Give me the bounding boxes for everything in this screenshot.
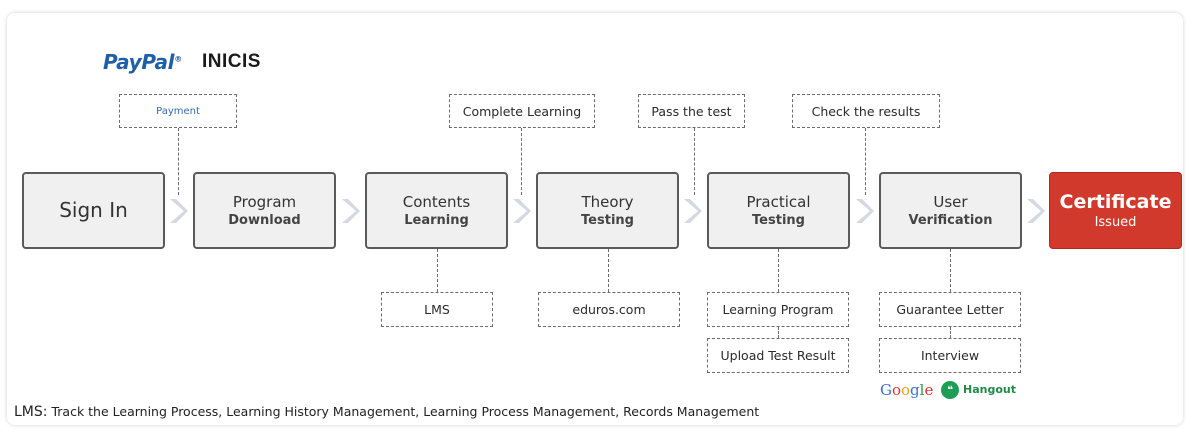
connector-upload-test-result <box>778 327 779 338</box>
step-sublabel: Verification <box>908 212 993 228</box>
step-sublabel: Testing <box>752 212 805 228</box>
note-check-the-results: Check the results <box>792 94 940 128</box>
step-label: Sign In <box>59 198 128 222</box>
hangout-icon: ❝ <box>941 381 959 399</box>
step-practical-testing: Practical Testing <box>707 172 850 249</box>
footer-text: Track the Learning Process, Learning His… <box>51 404 760 419</box>
chevron-right-icon <box>170 199 188 223</box>
note-payment: Payment <box>119 94 237 128</box>
note-guarantee-letter: Guarantee Letter <box>879 292 1021 327</box>
step-certificate-issued: Certificate Issued <box>1049 172 1182 249</box>
step-sublabel: Learning <box>404 212 469 228</box>
chevron-right-icon <box>342 199 360 223</box>
step-label: User <box>933 192 968 211</box>
connector-learning-program <box>778 249 779 292</box>
step-sublabel: Download <box>228 212 301 228</box>
note-eduros: eduros.com <box>538 292 680 327</box>
step-user-verification: User Verification <box>879 172 1022 249</box>
paypal-logo: PayPal® <box>103 50 182 74</box>
chevron-right-icon <box>856 199 874 223</box>
chevron-right-icon <box>1027 199 1045 223</box>
footer-note: LMS: Track the Learning Process, Learnin… <box>14 404 759 420</box>
step-contents-learning: Contents Learning <box>365 172 508 249</box>
chevron-right-icon <box>684 199 702 223</box>
google-logo: Google <box>880 381 934 399</box>
note-upload-test-result: Upload Test Result <box>707 338 849 373</box>
connector-guarantee-letter <box>950 249 951 292</box>
step-sublabel: Testing <box>581 212 634 228</box>
step-label: Theory <box>581 192 634 211</box>
connector-lms <box>437 249 438 292</box>
step-label: Contents <box>402 192 471 211</box>
connector-payment <box>178 128 179 195</box>
connector-eduros <box>608 249 609 292</box>
step-program-download: Program Download <box>193 172 336 249</box>
connector-check-the-results <box>865 128 866 195</box>
connector-pass-the-test <box>694 128 695 195</box>
footer-key: LMS: <box>14 404 48 420</box>
step-label: Practical <box>746 192 811 211</box>
step-theory-testing: Theory Testing <box>536 172 679 249</box>
note-lms: LMS <box>381 292 493 327</box>
connector-complete-learning <box>521 128 522 195</box>
step-label: Certificate <box>1059 190 1172 213</box>
note-complete-learning: Complete Learning <box>449 94 595 128</box>
note-interview: Interview <box>879 338 1021 373</box>
step-sign-in: Sign In <box>22 172 165 249</box>
connector-interview <box>950 327 951 338</box>
note-learning-program: Learning Program <box>707 292 849 327</box>
step-label: Program <box>232 192 297 211</box>
hangout-label: Hangout <box>963 383 1016 396</box>
inicis-logo: INICIS <box>202 51 261 72</box>
step-sublabel: Issued <box>1094 214 1137 230</box>
chevron-right-icon <box>513 199 531 223</box>
note-pass-the-test: Pass the test <box>638 94 745 128</box>
